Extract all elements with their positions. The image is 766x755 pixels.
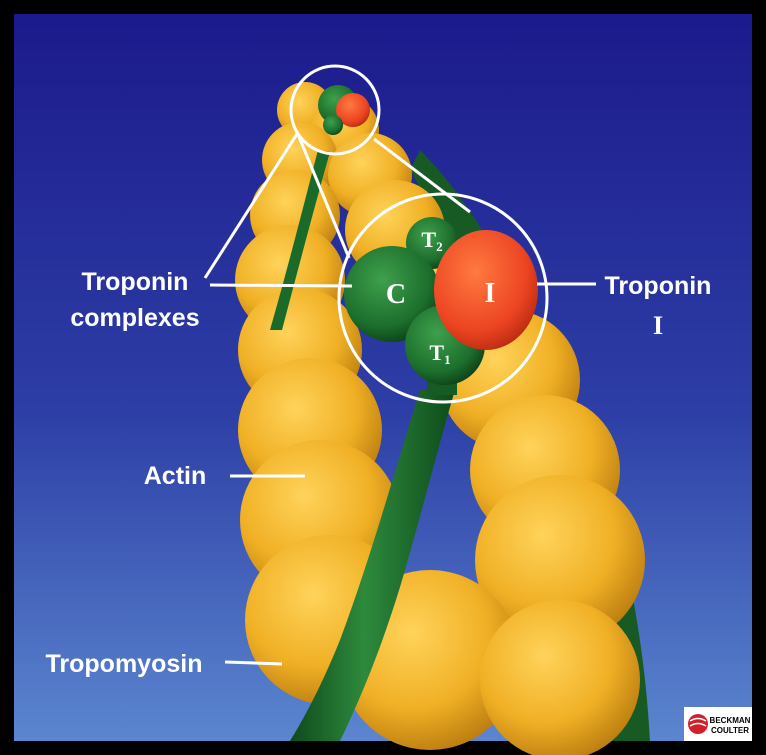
subunit-c-label: C [386, 279, 406, 310]
tropomyosin-pointer [225, 662, 282, 664]
label-troponin-i-line1: Troponin [605, 272, 712, 300]
label-actin: Actin [144, 462, 207, 490]
troponin-complexes-pointer-lower [210, 285, 352, 286]
actin-bead [480, 600, 640, 755]
label-troponin-complexes-line1: Troponin [82, 268, 189, 296]
subunit-i-label: I [485, 278, 496, 309]
beckman-coulter-logo: BECKMAN COULTER [684, 707, 752, 741]
logo-text-line2: COULTER [711, 726, 749, 735]
logo-text-line1: BECKMAN [710, 716, 751, 725]
label-troponin-i-line2: I [653, 311, 663, 340]
label-troponin-complexes-line2: complexes [70, 304, 199, 332]
label-tropomyosin: Tropomyosin [46, 650, 203, 678]
